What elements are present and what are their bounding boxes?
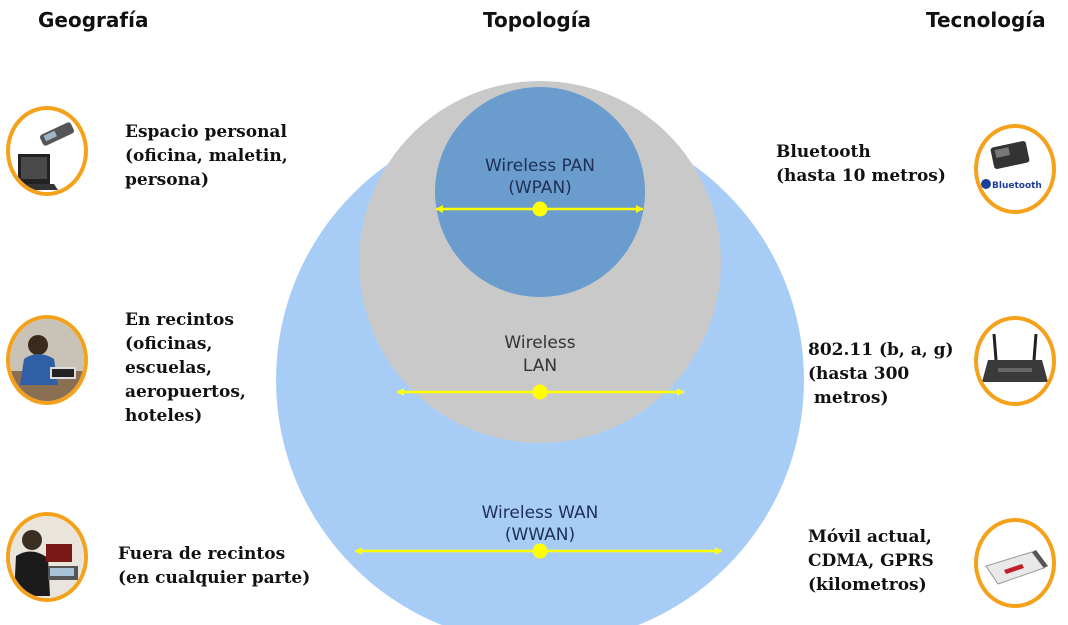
wpan-label-line2: (WPAN) [508,178,572,198]
label-line: persona) [125,170,209,190]
wlan-range-line [397,384,684,400]
label-line: Espacio personal [125,122,287,142]
wpan-circle [435,87,645,297]
label-line: CDMA, GPRS [808,551,934,571]
label-line: (hasta 10 metros) [776,166,946,186]
label-line: (oficina, maletin, [125,146,288,166]
label-line: (oficinas, [125,334,213,354]
label-line: (kilometros) [808,575,927,595]
header-tecnologia: Tecnología [926,8,1046,32]
wireless-router-icon [974,316,1056,406]
bluetooth-badge: Bluetooth [992,181,1042,191]
label-line: (en cualquier parte) [118,568,311,588]
label-line: hoteles) [125,406,203,426]
laptop-phone-icon [6,106,88,196]
bluetooth-icon: Bluetooth [974,124,1056,214]
wwan-label-line2: (WWAN) [505,525,575,545]
label-line: Bluetooth [776,142,871,162]
wpan-range-line [436,201,643,217]
geography-label-personal: Espacio personal (oficina, maletin, pers… [125,120,288,192]
wlan-label-line1: Wireless [504,333,575,353]
technology-label-80211: 802.11 (b, a, g) (hasta 300 metros) [808,338,954,410]
wpan-label-line1: Wireless PAN [485,156,595,176]
label-line: metros) [808,388,889,408]
label-line: Móvil actual, [808,527,932,547]
label-line: En recintos [125,310,234,330]
label-line: escuelas, [125,358,212,378]
technology-label-movil: Móvil actual, CDMA, GPRS (kilometros) [808,525,934,597]
label-line: aeropuertos, [125,382,246,402]
pc-card-icon [974,518,1056,608]
geography-label-recintos: En recintos (oficinas, escuelas, aeropue… [125,308,246,428]
header-geografia: Geografía [38,8,149,32]
label-line: Fuera de recintos [118,544,286,564]
wlan-label-line2: LAN [523,356,557,376]
label-line: (hasta 300 [808,364,910,384]
wwan-label-line1: Wireless WAN [482,503,599,523]
header-topologia: Topología [483,8,592,32]
office-worker-icon [6,315,88,405]
geography-label-fuera: Fuera de recintos (en cualquier parte) [118,542,310,590]
outdoor-user-icon [6,512,88,602]
wwan-range-line [355,543,722,559]
technology-label-bluetooth: Bluetooth (hasta 10 metros) [776,140,946,188]
label-line: 802.11 (b, a, g) [808,340,954,360]
